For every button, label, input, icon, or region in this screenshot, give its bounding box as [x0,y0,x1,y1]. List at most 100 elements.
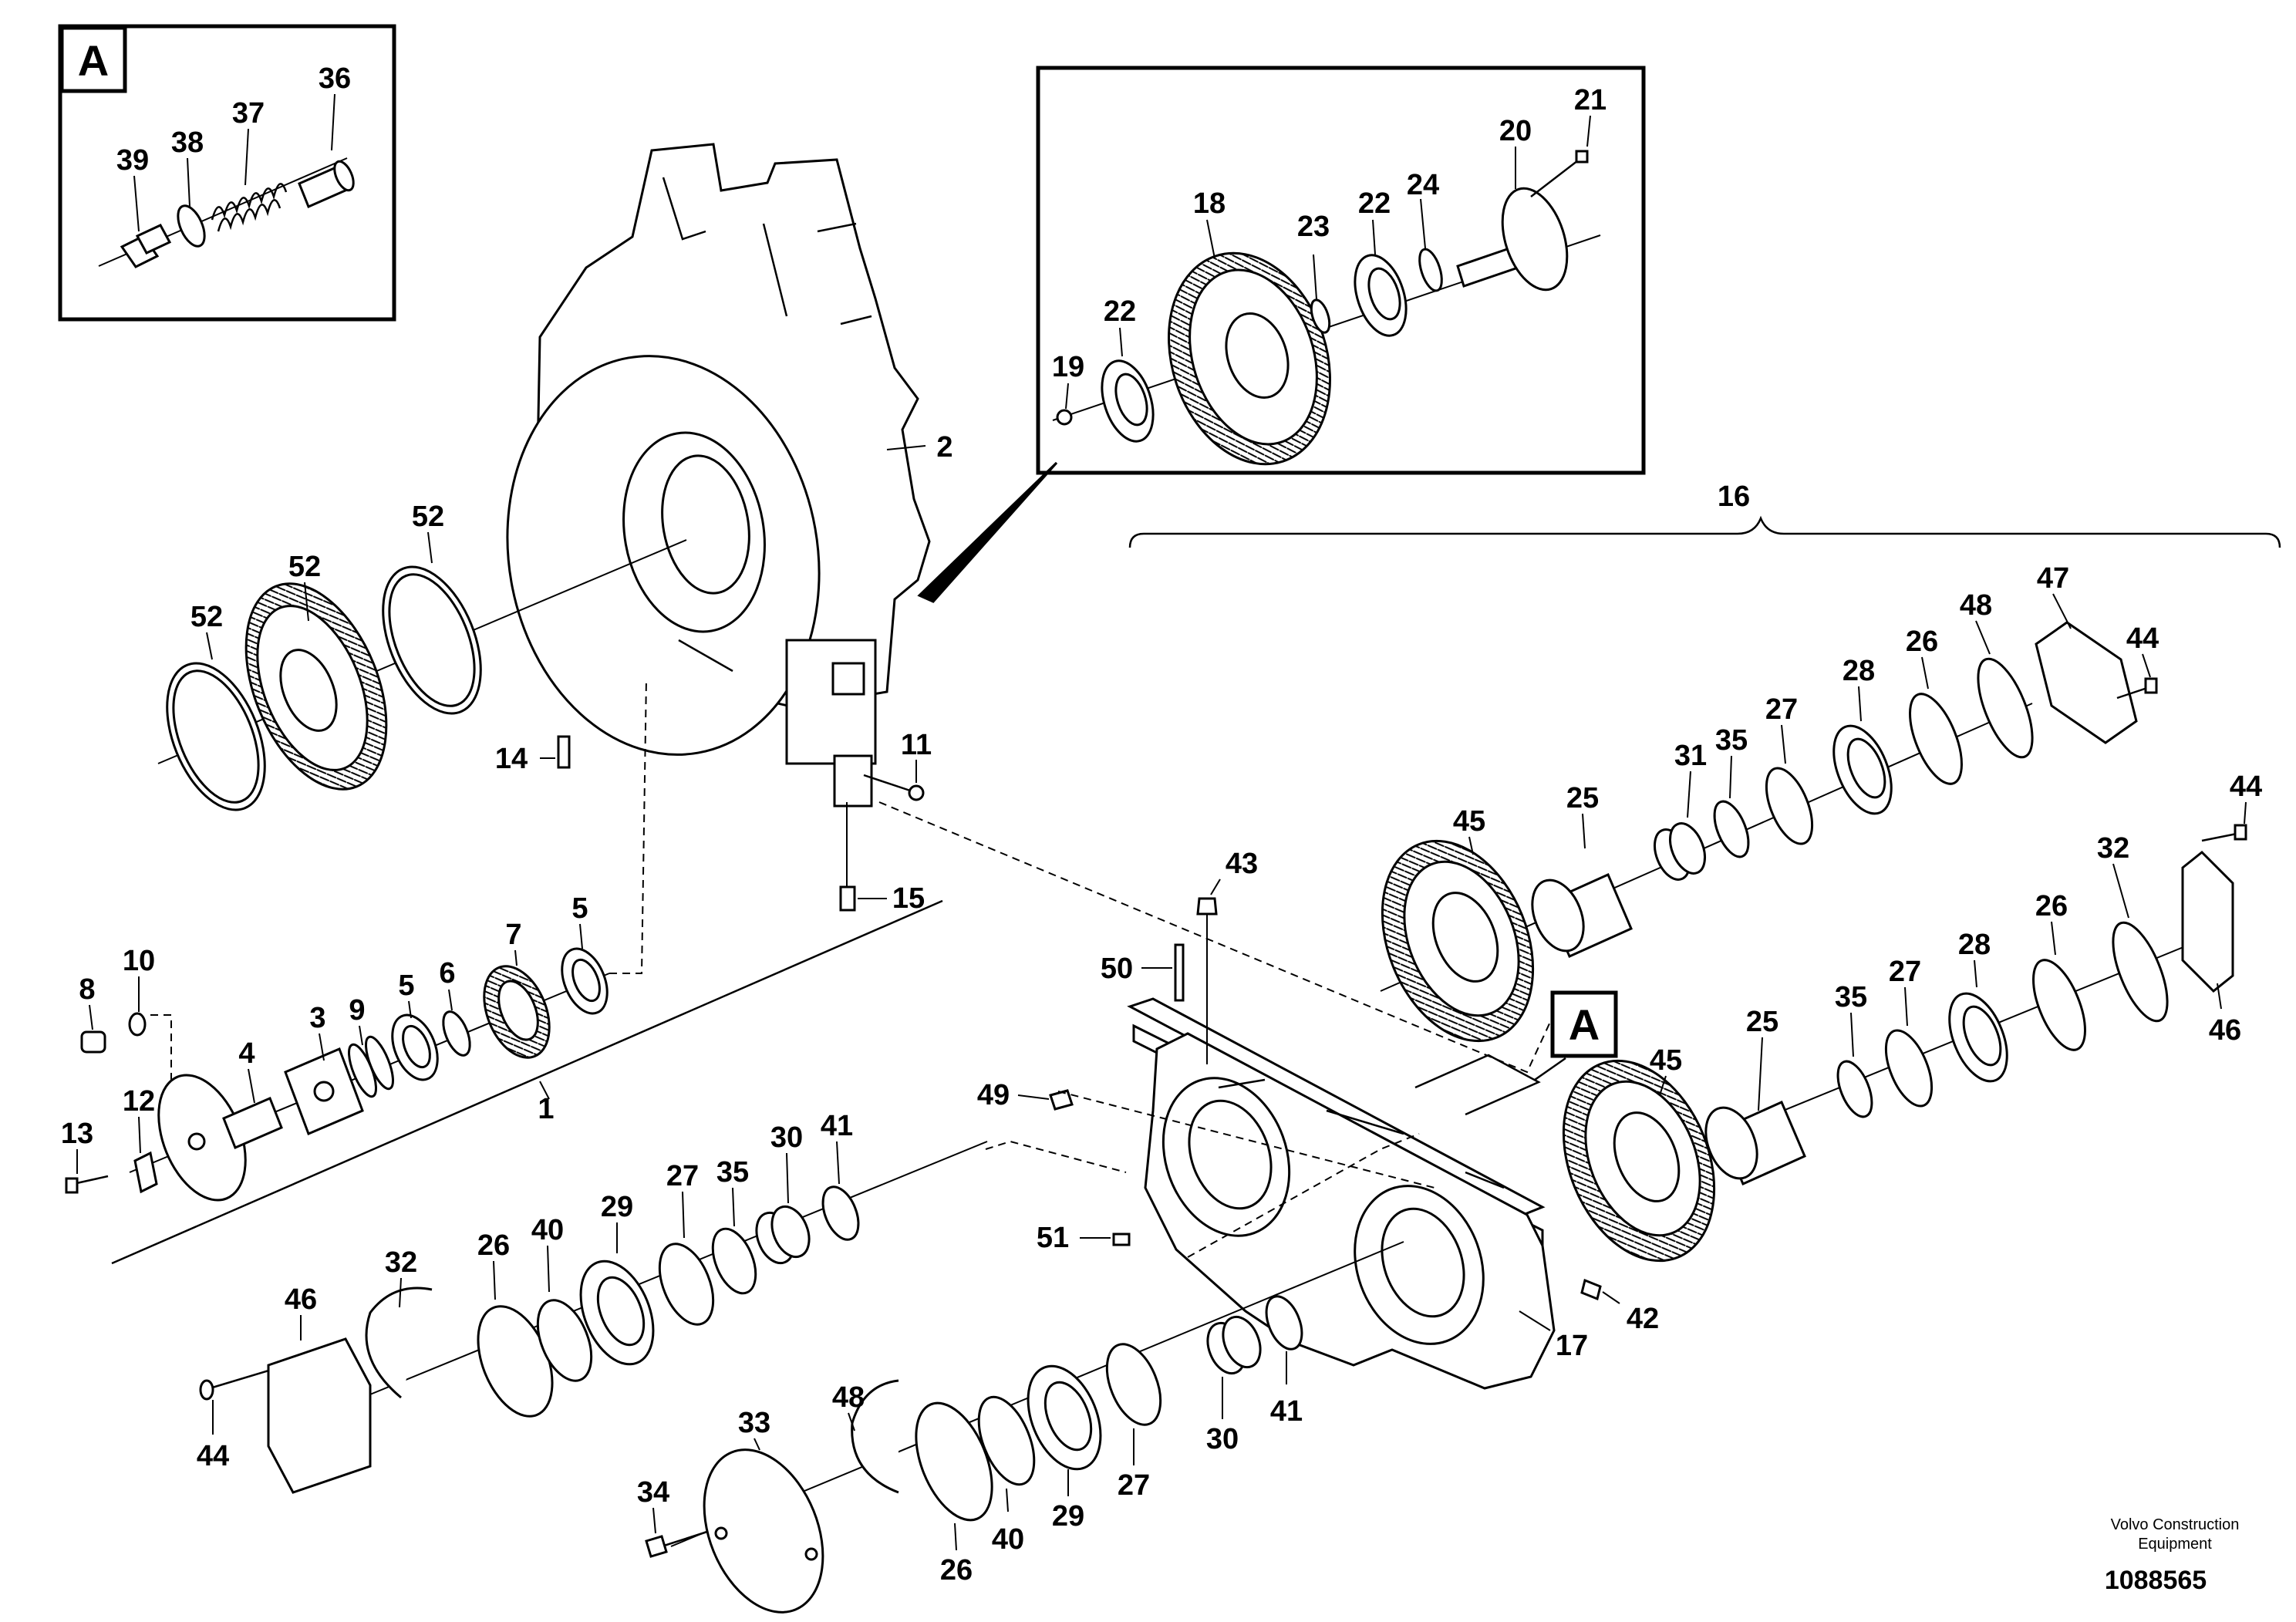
part-40-ring-left [536,1299,593,1382]
label-1: 1 [538,1093,554,1125]
label-4: 4 [238,1037,255,1070]
label-7: 7 [505,919,521,951]
part-28-bearing-lower [1948,992,2008,1083]
label-52c: 52 [412,501,444,533]
part-25-hub-lower [1704,1101,1806,1185]
part-33-cover [703,1448,824,1614]
label-44b: 44 [2230,771,2262,803]
part-11-bolt [863,774,925,801]
bracket-1 [111,899,943,1265]
label-40a: 40 [531,1214,564,1246]
part-17-drop-box-housing [1127,997,1556,1390]
part-48-seal-upper [1977,657,2034,759]
part-36-sleeve [298,160,355,208]
part-34-bolt [645,1529,710,1558]
label-27a: 27 [1765,693,1798,726]
part-7-gear [483,965,551,1059]
part-27-ring-bottom [1105,1343,1162,1426]
label-24: 24 [1407,169,1439,201]
label-46a: 46 [2209,1014,2241,1047]
part-44-bolt-right [2201,824,2247,842]
part-44-bolt-left [199,1367,275,1401]
label-33: 33 [738,1407,770,1439]
part-51-seal [1112,1233,1131,1246]
bracket-16 [1128,515,2281,548]
part-6-spacer [442,1010,471,1057]
label-41a: 41 [821,1110,853,1142]
label-20: 20 [1499,115,1532,147]
label-47: 47 [2037,562,2069,595]
drawing-number: 1088565 [2105,1566,2207,1595]
label-49: 49 [977,1079,1010,1111]
part-40-ring-bottom [977,1395,1036,1486]
callout-labels: 1 2 3 4 5 5 6 7 8 9 10 11 12 13 14 15 16… [61,62,2262,1587]
part-13-bolt [65,1175,109,1194]
label-51: 51 [1037,1222,1069,1254]
label-35a: 35 [1715,724,1748,757]
part-26-ring-upper [1909,693,1963,785]
part-35-ring-lower [1836,1060,1873,1118]
label-27d: 27 [1118,1469,1150,1502]
label-29a: 29 [601,1191,633,1223]
part-22-bearing-left [1101,359,1155,443]
label-9: 9 [349,994,365,1027]
part-52-ring-left [166,662,266,811]
part-9-snap-rings [348,1035,394,1098]
label-26c: 26 [477,1229,510,1262]
label-52a: 52 [190,601,223,633]
part-22-bearing-right [1354,254,1408,337]
part-5-bearing-right [561,947,609,1015]
label-2: 2 [936,431,952,464]
label-52b: 52 [288,551,321,583]
part-24-shim [1418,248,1443,292]
label-50: 50 [1101,953,1133,985]
brand-line-2: Equipment [2138,1536,2212,1553]
part-15-dowel-sleeve [839,885,856,912]
part-38-seal-ring [177,204,206,248]
part-52-gear [244,582,388,791]
part-32-ring-left [365,1286,433,1399]
detail-view-a: A [58,24,396,322]
part-28-bearing-upper [1832,724,1893,815]
detail-a-ref-label: A [78,36,109,85]
part-46-cover-right [2181,850,2234,993]
label-25b: 25 [1746,1006,1778,1038]
label-38: 38 [171,126,204,159]
label-8: 8 [79,973,95,1006]
part-45-gear-lower [1562,1059,1716,1263]
part-18-idler-gear [1168,251,1331,466]
part-35-ring-left [711,1227,757,1295]
label-30a: 30 [770,1121,803,1154]
part-20-shaft-flange [1456,187,1569,292]
label-16: 16 [1718,481,1750,513]
label-44c: 44 [197,1440,229,1472]
label-27b: 27 [1889,956,1921,988]
part-50-pin [1174,943,1185,1002]
label-26d: 26 [940,1554,973,1587]
part-41-ring-left [821,1185,860,1241]
label-12: 12 [123,1085,155,1118]
label-46b: 46 [285,1283,317,1316]
label-48b: 48 [832,1381,865,1414]
label-48a: 48 [1960,589,1992,622]
part-29-bearing-bottom [1027,1364,1102,1471]
idler-gear-detail-box [1036,66,1646,475]
part-8-plug [80,1030,106,1054]
label-30b: 30 [1206,1423,1239,1455]
part-49-plug [1049,1089,1074,1111]
label-39: 39 [116,144,149,177]
label-22b: 22 [1358,187,1391,220]
label-28b: 28 [1958,929,1991,961]
label-29b: 29 [1052,1500,1084,1533]
label-35c: 35 [716,1156,749,1189]
part-42-plug [1580,1278,1602,1301]
label-21: 21 [1574,84,1607,116]
part-45-gear-upper [1381,839,1535,1043]
label-43: 43 [1226,848,1258,880]
label-41b: 41 [1270,1395,1303,1428]
part-21-bolt [1530,150,1589,197]
label-5b: 5 [571,892,588,925]
label-23: 23 [1297,211,1330,243]
part-35-ring-upper [1713,800,1750,858]
label-15: 15 [892,882,925,915]
